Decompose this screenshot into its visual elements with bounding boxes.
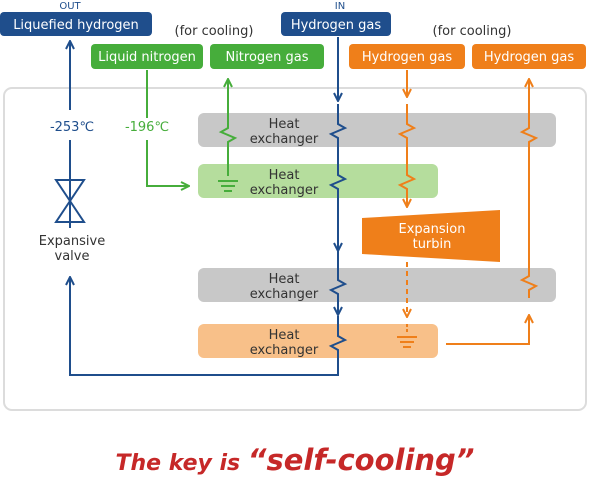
expansive-valve-label-2: valve xyxy=(55,249,90,264)
out-label: OUT xyxy=(59,1,81,12)
heat-exchanger-2 xyxy=(198,164,438,198)
system-frame xyxy=(3,87,587,411)
hydrogen-gas-cool-b-label: Hydrogen gas xyxy=(484,50,575,65)
hx3-label-exchanger: exchanger xyxy=(250,287,319,302)
temp-253-label: -253℃ xyxy=(50,120,94,135)
liquefied-hydrogen-pill xyxy=(0,12,152,36)
caption-prefix: The key is xyxy=(115,451,248,476)
nitrogen-gas-label: Nitrogen gas xyxy=(225,50,308,65)
hx4-label-exchanger: exchanger xyxy=(250,343,319,358)
expansive-valve-label-1: Expansive xyxy=(39,234,105,249)
hydrogen-cooling-flow-a xyxy=(397,70,539,345)
hx4-label-heat: Heat xyxy=(269,328,300,343)
expansion-turbine xyxy=(362,210,500,262)
hx1-label-exchanger: exchanger xyxy=(250,132,319,147)
hydrogen-gas-cool-a-pill xyxy=(349,44,465,69)
liquefied-hydrogen-label: Liquefied hydrogen xyxy=(13,18,139,33)
temp-196-label: -196℃ xyxy=(125,120,169,135)
nitrogen-flow xyxy=(146,70,238,186)
hx2-label-exchanger: exchanger xyxy=(250,183,319,198)
for-cooling-label-1: (for cooling) xyxy=(175,24,254,39)
hydrogen-gas-in-pill xyxy=(281,12,391,36)
heat-exchanger-3 xyxy=(198,268,556,302)
hx1-label-heat: Heat xyxy=(269,117,300,132)
hydrogen-main-flow xyxy=(70,37,348,376)
nitrogen-evaporator-icon xyxy=(218,180,238,192)
turbine-label-1: Expansion xyxy=(399,222,466,237)
caption-emphasis: “self-cooling” xyxy=(247,443,475,477)
hydrogen-gas-in-label: Hydrogen gas xyxy=(291,18,382,33)
nitrogen-gas-pill xyxy=(210,44,324,69)
liquid-nitrogen-pill xyxy=(91,44,203,69)
expansive-valve-icon xyxy=(54,179,86,223)
hydrogen-gas-cool-b-pill xyxy=(472,44,586,69)
in-label: IN xyxy=(335,1,345,12)
hydrogen-evaporator-icon xyxy=(397,324,417,348)
caption: The key is “self-cooling” xyxy=(0,443,590,477)
hydrogen-gas-cool-a-label: Hydrogen gas xyxy=(362,50,453,65)
hx3-label-heat: Heat xyxy=(269,272,300,287)
turbine-label-2: turbin xyxy=(413,237,452,252)
hx2-label-heat: Heat xyxy=(269,168,300,183)
for-cooling-label-2: (for cooling) xyxy=(433,24,512,39)
liquid-nitrogen-label: Liquid nitrogen xyxy=(98,50,196,65)
heat-exchanger-1 xyxy=(198,113,556,147)
heat-exchanger-4 xyxy=(198,324,438,358)
